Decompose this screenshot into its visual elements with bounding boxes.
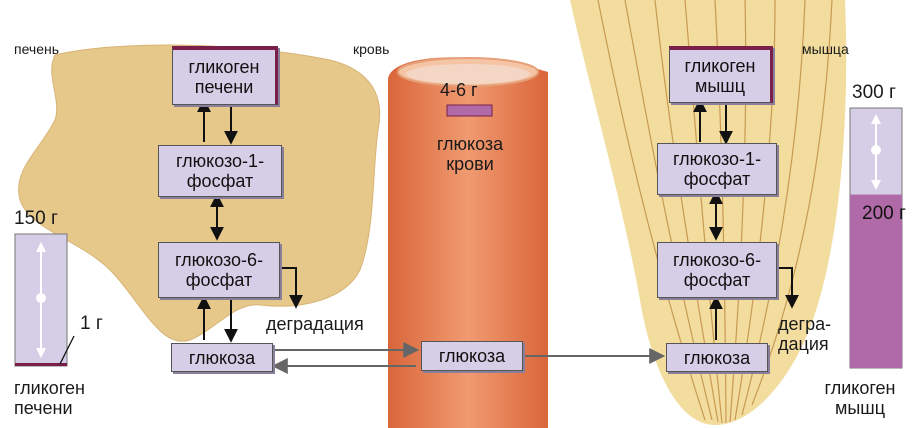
muscle-label: мышца <box>802 41 849 57</box>
muscle-glycogen-box: гликоген мышц <box>669 46 773 103</box>
muscle-store-caption: гликоген мышц <box>824 378 896 418</box>
blood-vessel <box>388 57 548 428</box>
blood-glucose-amount: 4-6 г <box>440 80 478 100</box>
liver-g1p-box: глюкозо-1- фосфат <box>158 145 282 197</box>
muscle-glucose-box: глюкоза <box>666 343 768 372</box>
liver-store-caption: гликоген печени <box>14 378 85 418</box>
muscle-degradation-label: дегра- дация <box>778 314 832 354</box>
liver-glucose-box: глюкоза <box>171 343 273 372</box>
muscle-shape <box>570 0 847 425</box>
blood-label: кровь <box>353 41 390 57</box>
liver-glycogen-gauge <box>14 233 75 367</box>
liver-label: печень <box>14 41 60 57</box>
blood-glucose-bar <box>446 104 493 117</box>
muscle-store-max: 300 г <box>852 82 896 103</box>
liver-g6p-box: глюкозо-6- фосфат <box>158 242 280 298</box>
liver-store-max: 150 г <box>14 208 58 229</box>
muscle-store-level: 200 г <box>862 203 906 224</box>
liver-degradation-label: деградация <box>266 314 364 334</box>
muscle-g6p-box: глюкозо-6- фосфат <box>657 242 777 298</box>
liver-glycogen-box: гликоген печени <box>172 46 278 105</box>
blood-glucose-box: глюкоза <box>421 341 523 371</box>
blood-glucose-label: глюкоза крови <box>436 134 504 174</box>
muscle-glycogen-gauge <box>849 107 903 369</box>
muscle-g1p-box: глюкозо-1- фосфат <box>657 143 777 195</box>
liver-store-min: 1 г <box>80 313 103 334</box>
